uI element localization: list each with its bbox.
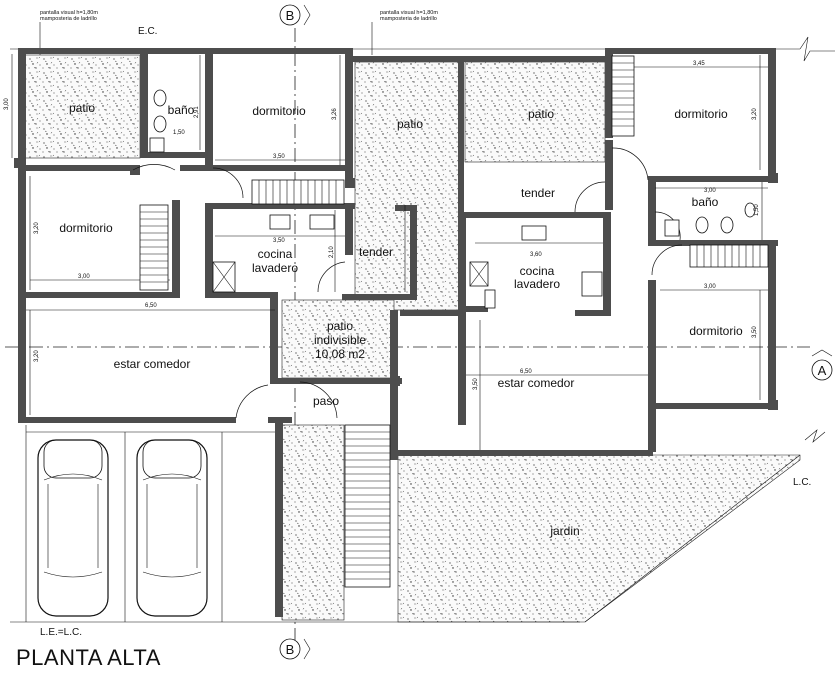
room-estar-right: estar comedor (498, 376, 575, 390)
boundary-lc-line (584, 454, 801, 623)
dim-350c: 3,50 (752, 326, 758, 338)
dim-150b: 1,50 (754, 204, 760, 216)
room-cocina-left-2: lavadero (252, 261, 298, 275)
room-patio-center-right: patio (528, 107, 554, 121)
paso-strip-area (281, 424, 345, 621)
note-left-line2: mamposteria de ladrillo (40, 16, 97, 22)
break-symbol-right (804, 429, 826, 443)
jardin-area (397, 454, 801, 623)
note-center-line2: mamposteria de ladrillo (380, 16, 437, 22)
dim-326: 3,26 (332, 108, 338, 120)
fixtures (149, 89, 756, 309)
dim-650b: 6,50 (520, 369, 532, 375)
room-patio-indivisible-1: patio (327, 319, 353, 333)
dim-350a: 3,50 (273, 154, 285, 160)
room-patio-center: patio (397, 117, 423, 131)
room-paso: paso (313, 394, 339, 408)
note-center-line1: pantalla visual h=1,80m (380, 10, 438, 16)
dim-300a: 3,00 (78, 274, 90, 280)
room-dormitorio-left: dormitorio (59, 221, 113, 235)
dim-300c: 3,00 (704, 284, 716, 290)
room-dormitorio-right: dormitorio (689, 324, 743, 338)
axis-b-marker-bottom: B (279, 638, 311, 660)
dim-320a: 3,20 (752, 108, 758, 120)
patio-left-area (24, 54, 141, 159)
columns (14, 158, 778, 410)
dim-300b: 3,00 (704, 188, 716, 194)
dim-210: 2,10 (329, 246, 335, 258)
dim-650a: 6,50 (145, 303, 157, 309)
room-labels: patio baño dormitorio patio patio dormit… (59, 101, 743, 538)
room-patio-indivisible-2: indivisible (314, 333, 366, 347)
dim-291: 2,91 (194, 106, 200, 118)
axis-b-marker-top: B (279, 4, 311, 26)
room-jardin: jardin (549, 524, 579, 538)
room-patio-indivisible-3: 10,08 m2 (315, 347, 365, 361)
dim-350b: 3,50 (273, 238, 285, 244)
room-tender-right: tender (521, 186, 555, 200)
axis-a-marker: A (811, 349, 833, 381)
room-cocina-left-1: cocina (258, 247, 293, 261)
room-estar-left: estar comedor (114, 357, 191, 371)
ec-label: E.C. (138, 26, 157, 37)
lc-label: L.C. (793, 477, 811, 488)
dimension-labels: 3,00 2,91 1,50 3,26 3,50 3,45 3,20 3,20 … (4, 61, 760, 390)
room-tender-left: tender (359, 245, 393, 259)
dim-345: 3,45 (693, 61, 705, 67)
axis-b-label-top: B (286, 8, 295, 23)
le-lc-label: L.E.=L.C. (40, 627, 82, 638)
stairs (139, 55, 769, 588)
room-patio-left: patio (69, 101, 95, 115)
car-icon-right (136, 439, 208, 617)
note-left-line1: pantalla visual h=1,80m (40, 10, 98, 16)
break-symbol-top (799, 36, 835, 62)
room-dormitorio-top-left: dormitorio (252, 104, 306, 118)
axis-a-label: A (818, 363, 827, 378)
patio-indivisible-area (281, 299, 395, 379)
dimension-lines (11, 54, 768, 450)
dim-320c: 3,20 (34, 350, 40, 362)
room-dormitorio-top-right: dormitorio (674, 107, 728, 121)
doors (132, 147, 683, 419)
dim-300v: 3,00 (4, 98, 10, 110)
dim-320b: 3,20 (34, 222, 40, 234)
dim-350d: 3,50 (473, 378, 479, 390)
axis-b-label-bottom: B (286, 642, 295, 657)
page-title: PLANTA ALTA (16, 645, 161, 670)
room-bano-right: baño (692, 195, 719, 209)
room-cocina-right-1: cocina (520, 264, 555, 278)
car-icon-left (37, 439, 109, 617)
patio-center-area (354, 61, 464, 311)
room-cocina-right-2: lavadero (514, 277, 560, 291)
dim-360: 3,60 (530, 252, 542, 258)
dim-150a: 1,50 (173, 130, 185, 136)
room-bano-left: baño (168, 103, 195, 117)
parking-area (10, 425, 580, 623)
